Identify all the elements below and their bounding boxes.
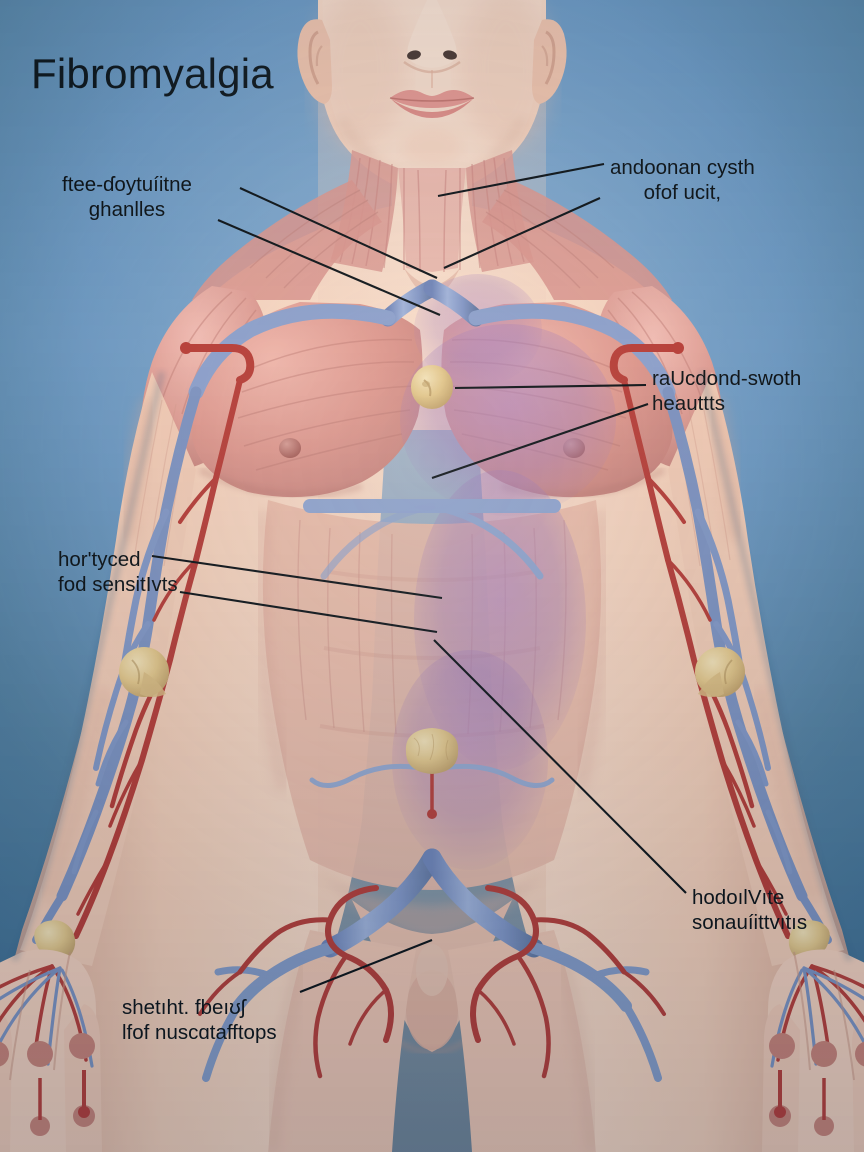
- node-chest: [411, 365, 453, 409]
- arterial-system: [73, 342, 791, 1079]
- edge-soft-shadows: [10, 371, 854, 962]
- pelvic-region: [265, 900, 599, 1152]
- label-upper-left-line1: ftee-ɗoytuíitne: [62, 173, 192, 196]
- trapezius: [192, 180, 672, 300]
- label-lower-right-line2: sonauíittvıtıs: [692, 911, 808, 934]
- ear-right: [532, 19, 567, 104]
- label-upper-right-line1: andoonan cysth: [610, 156, 755, 179]
- label-mid-right-line2: heauttts: [652, 392, 725, 415]
- label-mid-left-line1: hor'tyced: [58, 548, 141, 571]
- label-lower-right-line1: hodoılVıte: [692, 886, 785, 909]
- label-lower-left-line1: shetıht. fbeıʊʃ: [122, 996, 246, 1019]
- head-and-face: [297, 0, 567, 197]
- highlighted-overlay-region: [392, 274, 616, 870]
- leader-upper-right-a: [437, 162, 605, 198]
- page-title: Fibromyalgia: [31, 50, 274, 97]
- hands: [0, 949, 864, 1152]
- label-upper-right-line2: ofof ucit,: [643, 181, 722, 204]
- label-lower-left-line2: lfof nuscɑtafftops: [122, 1021, 277, 1044]
- leader-mid-right-b: [431, 403, 649, 479]
- node-navel: [405, 728, 459, 774]
- hand-right: [762, 949, 864, 1152]
- ear-left: [297, 19, 332, 104]
- label-mid-right-line1: raUcdond-swoth: [652, 367, 802, 390]
- leader-mid-left-b: [179, 590, 438, 634]
- leader-upper-left-b: [217, 219, 441, 316]
- leader-upper-left-a: [239, 187, 438, 279]
- venous-system: [32, 278, 832, 1082]
- label-mid-left-line2: fod sensitIvts: [58, 573, 178, 596]
- label-upper-left-line2: ghanlles: [88, 198, 166, 221]
- leader-lower-left: [299, 939, 433, 993]
- node-elbow-left: [119, 647, 169, 697]
- leader-lower-right: [433, 639, 687, 894]
- nipple-left: [279, 438, 301, 458]
- leader-upper-right-b: [443, 197, 601, 269]
- hand-left: [0, 949, 102, 1152]
- leader-mid-left-a: [151, 554, 443, 600]
- node-elbow-right: [695, 647, 745, 697]
- leader-mid-right-a: [454, 383, 647, 390]
- arms: [20, 372, 844, 966]
